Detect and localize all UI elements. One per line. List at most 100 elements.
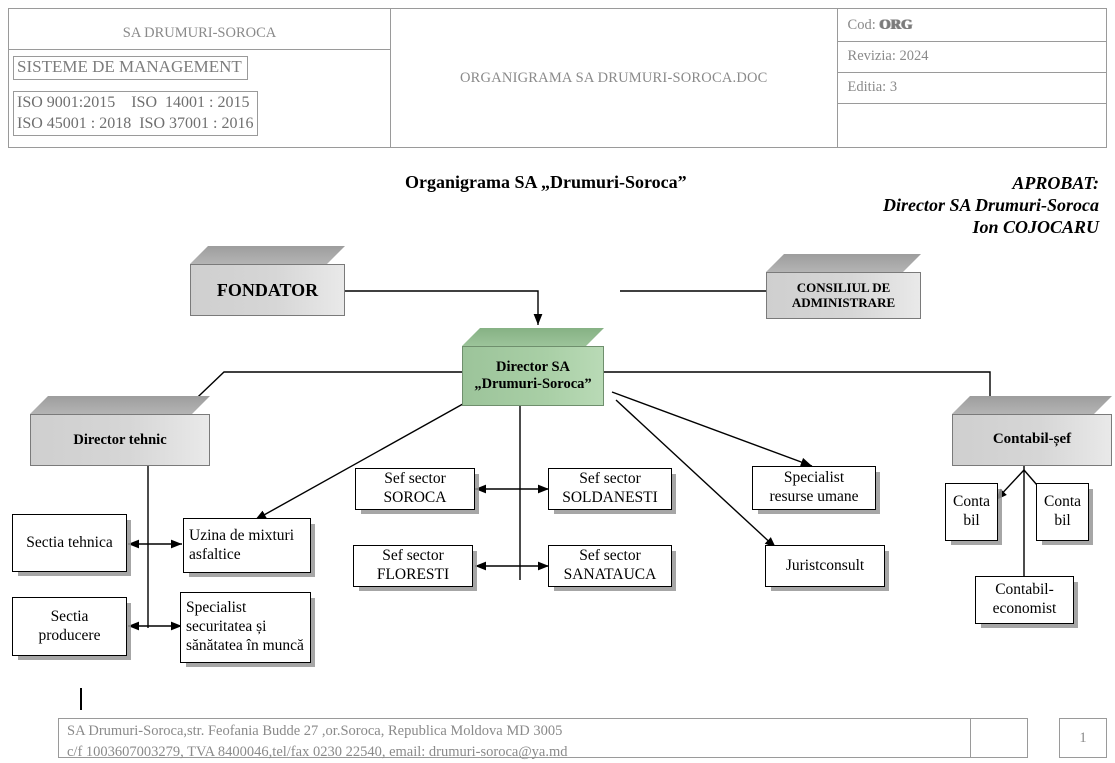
empty-row	[838, 104, 1106, 146]
cod-label: Cod:	[847, 16, 876, 33]
cube-top-face	[766, 254, 921, 272]
document-title-cell: ORGANIGRAMA SA DRUMURI-SOROCA.DOC	[390, 8, 838, 148]
footer-line-2: c/f 1003607003279, TVA 8400046,tel/fax 0…	[67, 744, 568, 761]
soldanesti-line-1: Sef sector	[579, 470, 641, 488]
node-sef-sector-sanatauca[interactable]: Sef sector SANATAUCA	[548, 545, 672, 587]
management-system-wrap: SISTEME DE MANAGEMENT	[9, 50, 390, 80]
node-soldanesti-label: Sef sector SOLDANESTI	[562, 470, 658, 508]
soldanesti-line-2: SOLDANESTI	[562, 489, 658, 506]
ssm-line-3: sănătatea în muncă	[186, 636, 304, 654]
contabil-econ-line-2: economist	[992, 600, 1057, 617]
sanatauca-line-1: Sef sector	[579, 547, 641, 565]
node-contabil-b-label: Conta bil	[1044, 493, 1081, 531]
node-juristconsult[interactable]: Juristconsult	[765, 545, 885, 587]
cube-top-face	[462, 328, 604, 346]
hr-line-2: resurse umane	[769, 488, 859, 505]
node-director-tehnic-label-wrap: Director tehnic	[30, 414, 210, 466]
node-consiliul-label: CONSILIUL DE ADMINISTRARE	[791, 279, 896, 311]
sanatauca-line-2: SANATAUCA	[563, 566, 657, 583]
node-director-tehnic-label: Director tehnic	[73, 431, 167, 448]
node-director-sa[interactable]: Director SA „Drumuri-Soroca”	[462, 328, 604, 406]
text-cursor-mark	[80, 688, 82, 710]
producere-line-2: producere	[38, 626, 101, 644]
footer-divider	[970, 718, 971, 758]
node-specialist-resurse-umane[interactable]: Specialist resurse umane	[752, 466, 876, 510]
uzina-line-1: Uzina de mixturi	[189, 526, 295, 544]
node-sectia-producere[interactable]: Sectia producere	[12, 597, 127, 656]
node-sef-sector-floresti[interactable]: Sef sector FLORESTI	[353, 545, 473, 587]
director-line-2: „Drumuri-Soroca”	[474, 376, 592, 392]
node-fondator-label-wrap: FONDATOR	[190, 264, 345, 316]
iso-standards-box: ISO 9001:2015 ISO 14001 : 2015 ISO 45001…	[13, 90, 259, 136]
page-number: 1	[1059, 718, 1107, 758]
node-sanatauca-label: Sef sector SANATAUCA	[564, 547, 657, 585]
header-right-cell: Cod: ORG Revizia: 2024 Editia: 3	[836, 8, 1108, 148]
node-contabil-sef-label-wrap: Contabil-șef	[952, 414, 1112, 466]
cod-row: Cod: ORG	[837, 11, 1106, 42]
cod-value: ORG	[879, 16, 913, 33]
header-left-cell: SA DRUMURI-SOROCA SISTEME DE MANAGEMENT …	[7, 8, 392, 148]
node-fondator-label: FONDATOR	[216, 279, 319, 300]
document-footer: SA Drumuri-Soroca,str. Feofania Budde 27…	[58, 718, 1107, 760]
contabil-a-line-1: Conta	[952, 493, 991, 511]
director-line-1: Director SA	[496, 359, 570, 376]
footer-line-1: SA Drumuri-Soroca,str. Feofania Budde 27…	[67, 723, 563, 739]
node-consiliul-administrare[interactable]: CONSILIUL DE ADMINISTRARE	[766, 254, 921, 319]
soroca-line-1: Sef sector	[384, 470, 446, 488]
hr-line-1: Specialist	[783, 469, 845, 487]
node-specialist-ssm[interactable]: Specialist securitatea și sănătatea în m…	[180, 592, 311, 663]
node-uzina-mixturi[interactable]: Uzina de mixturi asfaltice	[183, 518, 311, 573]
floresti-line-2: FLORESTI	[376, 566, 450, 583]
node-sef-sector-soroca[interactable]: Sef sector SOROCA	[355, 468, 475, 510]
document-header-table: SA DRUMURI-SOROCA SISTEME DE MANAGEMENT …	[7, 8, 1108, 148]
cube-top-face	[30, 396, 210, 414]
node-sectia-producere-label: Sectia producere	[39, 608, 101, 646]
ssm-line-2: securitatea și	[186, 618, 267, 636]
node-director-label: Director SA „Drumuri-Soroca”	[474, 359, 591, 392]
company-name: SA DRUMURI-SOROCA	[9, 16, 391, 51]
node-contabil-economist[interactable]: Contabil- economist	[975, 576, 1074, 624]
footer-contact-info: SA Drumuri-Soroca,str. Feofania Budde 27…	[58, 718, 1028, 760]
node-uzina-label: Uzina de mixturi asfaltice	[189, 527, 294, 565]
approval-line-3: Ion COJOCARU	[972, 217, 1099, 238]
editia-row: Editia: 3	[837, 73, 1106, 104]
revizia-row: Revizia: 2024	[837, 42, 1106, 73]
node-sectia-tehnica[interactable]: Sectia tehnica	[12, 514, 127, 572]
iso-line-2: ISO 45001 : 2018 ISO 37001 : 2016	[17, 115, 254, 133]
approval-block: APROBAT: Director SA Drumuri-Soroca Ion …	[883, 172, 1099, 238]
node-director-label-wrap: Director SA „Drumuri-Soroca”	[462, 346, 604, 406]
node-sef-sector-soldanesti[interactable]: Sef sector SOLDANESTI	[548, 468, 672, 510]
consiliul-line-1: CONSILIUL DE	[796, 279, 891, 295]
node-consiliul-label-wrap: CONSILIUL DE ADMINISTRARE	[766, 272, 921, 319]
node-contabil-a-label: Conta bil	[953, 493, 990, 531]
node-contabil-sef-label: Contabil-șef	[992, 431, 1072, 448]
node-fondator[interactable]: FONDATOR	[190, 246, 345, 316]
approval-line-1: APROBAT:	[1012, 173, 1099, 193]
node-ssm-label: Specialist securitatea și sănătatea în m…	[186, 599, 304, 656]
node-soroca-label: Sef sector SOROCA	[384, 470, 447, 508]
contabil-econ-line-1: Contabil-	[995, 581, 1054, 599]
iso-standards-wrap: ISO 9001:2015 ISO 14001 : 2015 ISO 45001…	[9, 80, 390, 140]
node-contabil-b[interactable]: Conta bil	[1036, 483, 1089, 541]
node-hr-label: Specialist resurse umane	[769, 469, 858, 507]
node-director-tehnic[interactable]: Director tehnic	[30, 396, 210, 466]
contabil-a-line-2: bil	[963, 512, 980, 529]
page-title: Organigrama SA „Drumuri-Soroca”	[405, 172, 687, 192]
consiliul-line-2: ADMINISTRARE	[791, 294, 896, 310]
cube-top-face	[190, 246, 345, 264]
iso-line-1: ISO 9001:2015 ISO 14001 : 2015	[17, 93, 250, 111]
uzina-line-2: asfaltice	[189, 545, 241, 563]
node-sectia-tehnica-label: Sectia tehnica	[26, 533, 113, 551]
node-contabil-a[interactable]: Conta bil	[945, 483, 998, 541]
node-contabil-sef[interactable]: Contabil-șef	[952, 396, 1112, 466]
ssm-line-1: Specialist	[186, 599, 247, 617]
node-juristconsult-label: Juristconsult	[785, 556, 865, 574]
floresti-line-1: Sef sector	[382, 547, 444, 565]
node-floresti-label: Sef sector FLORESTI	[377, 547, 449, 585]
cube-top-face	[952, 396, 1112, 414]
soroca-line-2: SOROCA	[383, 489, 447, 506]
producere-line-1: Sectia	[50, 607, 89, 625]
contabil-b-line-2: bil	[1054, 512, 1071, 529]
node-contabil-economist-label: Contabil- economist	[993, 581, 1057, 619]
